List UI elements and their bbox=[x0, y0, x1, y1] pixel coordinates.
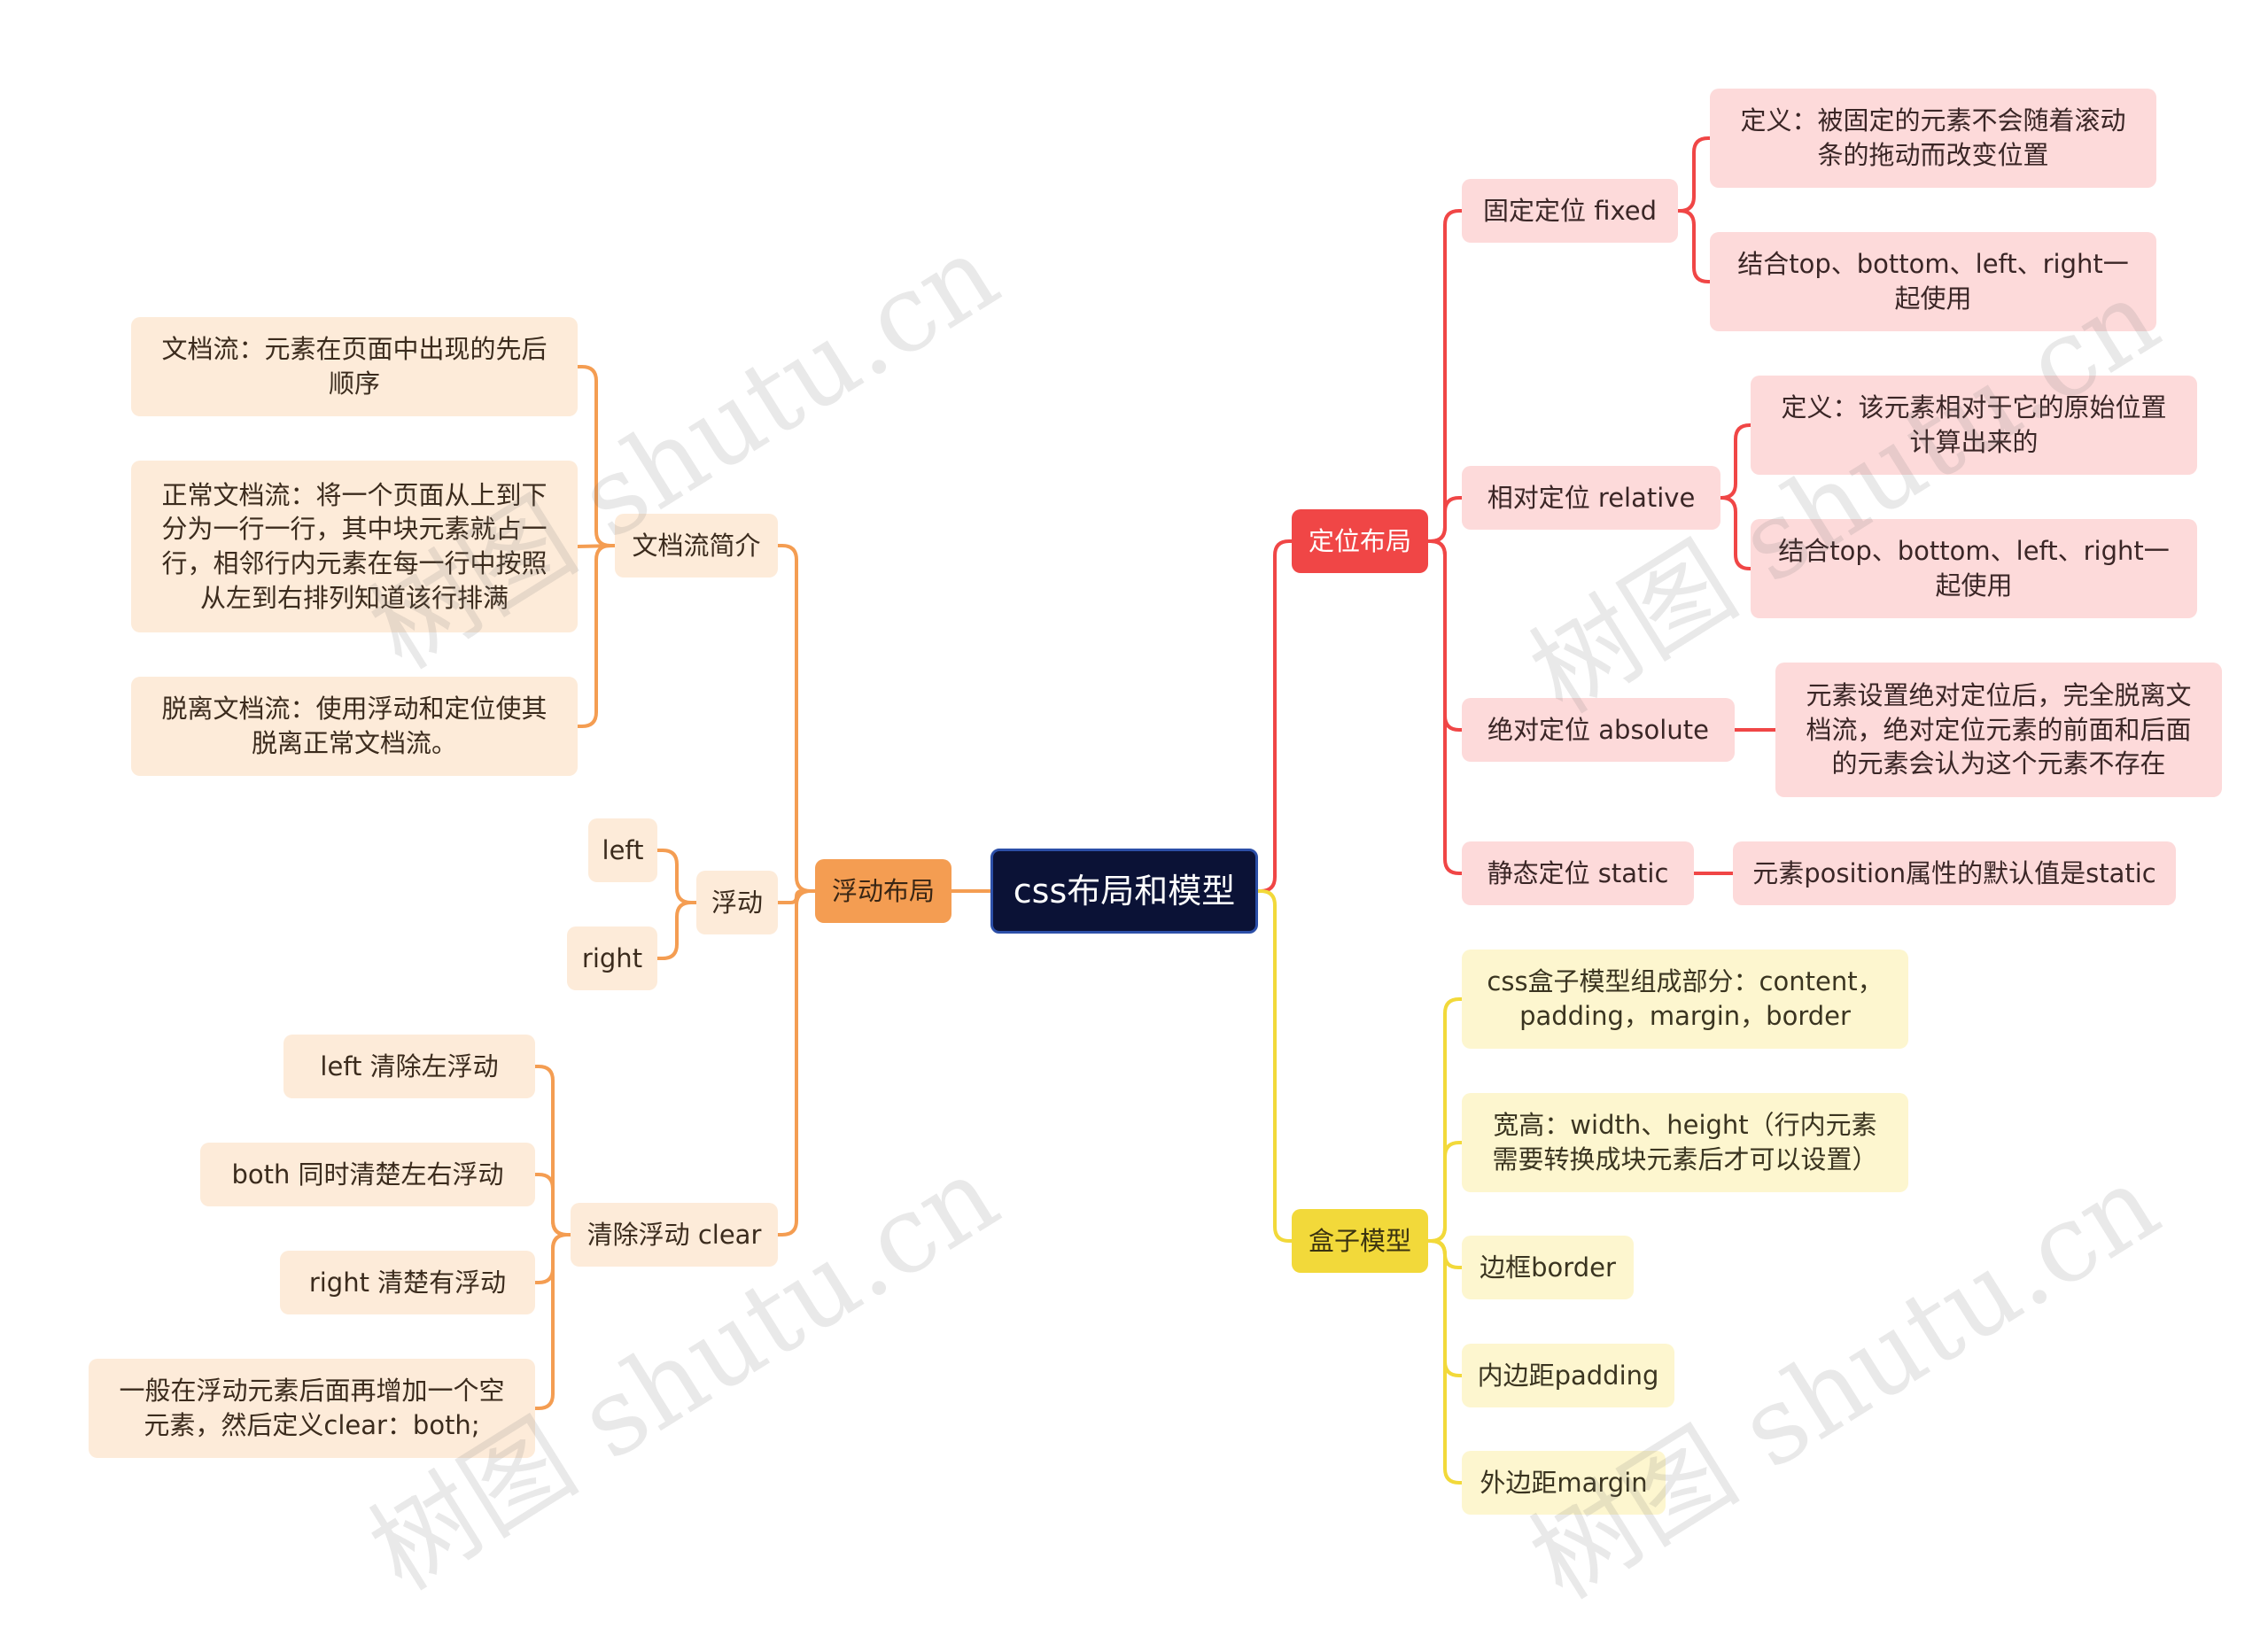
docflow-node[interactable]: 文档流简介 bbox=[615, 514, 778, 578]
relative-usage[interactable]: 结合top、bottom、left、right一 起使用 bbox=[1751, 519, 2197, 618]
connector-fixed-node bbox=[1426, 209, 1464, 543]
float-layout-branch[interactable]: 浮动布局 bbox=[815, 859, 951, 923]
box-model-branch[interactable]: 盒子模型 bbox=[1292, 1209, 1428, 1273]
root-node[interactable]: css布局和模型 bbox=[990, 849, 1258, 934]
clear-node[interactable]: 清除浮动 clear bbox=[571, 1203, 778, 1267]
float-left-item[interactable]: left bbox=[588, 818, 657, 882]
connector-float-right-item bbox=[656, 901, 698, 960]
connector-lines bbox=[533, 136, 1777, 1485]
floating-node[interactable]: 浮动 bbox=[696, 871, 778, 934]
clear-item-left[interactable]: left 清除左浮动 bbox=[284, 1035, 535, 1098]
connector-docflow-node bbox=[776, 544, 817, 893]
box-item-composition[interactable]: css盒子模型组成部分：content， padding，margin，bord… bbox=[1462, 950, 1908, 1049]
docflow-item-out[interactable]: 脱离文档流：使用浮动和定位使其 脱离正常文档流。 bbox=[131, 677, 578, 776]
connector-clear-node bbox=[776, 889, 817, 1237]
fixed-node[interactable]: 固定定位 fixed bbox=[1462, 179, 1678, 243]
connector-box-model-branch bbox=[1256, 889, 1293, 1243]
relative-definition[interactable]: 定义：该元素相对于它的原始位置 计算出来的 bbox=[1751, 376, 2197, 475]
box-item-border[interactable]: 边框border bbox=[1462, 1236, 1634, 1299]
connector-fixed-usage bbox=[1676, 209, 1712, 283]
docflow-item-definition[interactable]: 文档流：元素在页面中出现的先后 顺序 bbox=[131, 317, 578, 416]
fixed-definition[interactable]: 定义：被固定的元素不会随着滚动 条的拖动而改变位置 bbox=[1710, 89, 2156, 188]
connector-float-left-item bbox=[656, 849, 698, 904]
connector-clear-item-both bbox=[533, 1173, 572, 1237]
connector-box-item-size bbox=[1426, 1141, 1464, 1243]
connector-relative-definition bbox=[1719, 423, 1752, 500]
static-node[interactable]: 静态定位 static bbox=[1462, 841, 1694, 905]
static-detail[interactable]: 元素position属性的默认值是static bbox=[1733, 841, 2176, 905]
clear-item-note[interactable]: 一般在浮动元素后面再增加一个空 元素，然后定义clear：both; bbox=[89, 1359, 535, 1458]
box-item-padding[interactable]: 内边距padding bbox=[1462, 1344, 1674, 1407]
positioning-branch[interactable]: 定位布局 bbox=[1292, 509, 1428, 573]
absolute-detail[interactable]: 元素设置绝对定位后，完全脱离文 档流，绝对定位元素的前面和后面 的元素会认为这个… bbox=[1775, 663, 2222, 797]
float-right-item[interactable]: right bbox=[567, 926, 657, 990]
relative-node[interactable]: 相对定位 relative bbox=[1462, 466, 1720, 530]
mindmap-canvas: css布局和模型 定位布局 固定定位 fixed 定义：被固定的元素不会随着滚动… bbox=[89, 89, 2222, 1623]
connector-clear-item-note bbox=[533, 1233, 572, 1410]
connector-docflow-item-out bbox=[576, 544, 617, 728]
clear-item-both[interactable]: both 同时清楚左右浮动 bbox=[200, 1143, 535, 1206]
fixed-usage[interactable]: 结合top、bottom、left、right一 起使用 bbox=[1710, 232, 2156, 331]
box-item-margin[interactable]: 外边距margin bbox=[1462, 1451, 1666, 1515]
docflow-item-normal[interactable]: 正常文档流：将一个页面从上到下 分为一行一行，其中块元素就占一 行，相邻行内元素… bbox=[131, 461, 578, 632]
connector-relative-usage bbox=[1719, 496, 1752, 570]
connector-fixed-definition bbox=[1676, 136, 1712, 213]
absolute-node[interactable]: 绝对定位 absolute bbox=[1462, 698, 1735, 762]
connector-box-item-margin bbox=[1426, 1239, 1464, 1485]
clear-item-right[interactable]: right 清楚有浮动 bbox=[280, 1251, 535, 1314]
connector-docflow-item-definition bbox=[576, 365, 617, 547]
connector-positioning-branch bbox=[1256, 539, 1293, 893]
connector-static-node bbox=[1426, 539, 1464, 875]
connector-relative-node bbox=[1426, 496, 1464, 543]
box-item-size[interactable]: 宽高：width、height（行内元素 需要转换成块元素后才可以设置） bbox=[1462, 1093, 1908, 1192]
